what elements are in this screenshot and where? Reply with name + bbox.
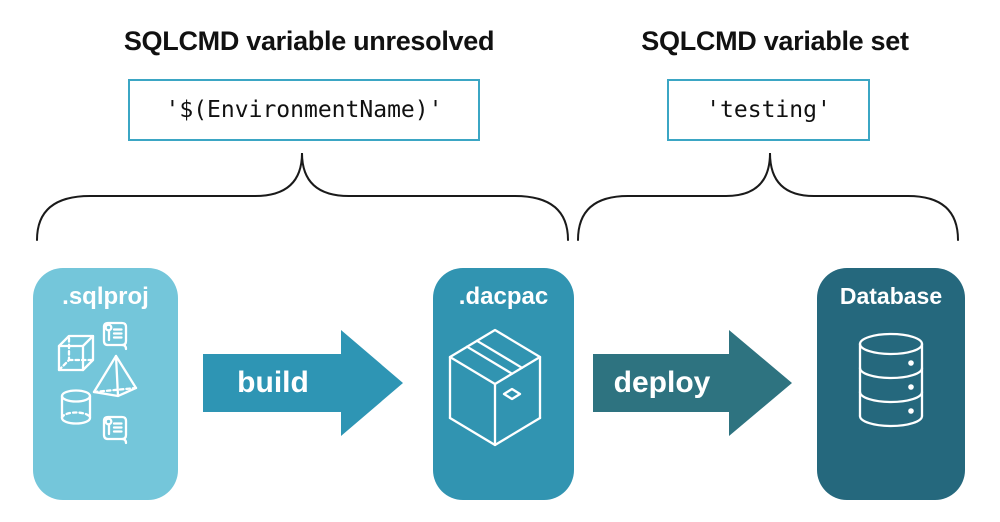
left-brace (36, 152, 569, 241)
right-code-box: 'testing' (667, 79, 870, 141)
deploy-arrow-shape (593, 330, 792, 436)
left-code-text: '$(EnvironmentName)' (165, 97, 443, 123)
stage-database-label: Database (839, 283, 943, 309)
database-dot (908, 360, 914, 366)
stage-sqlproj: .sqlproj (33, 268, 178, 500)
stage-dacpac: .dacpac (433, 268, 574, 500)
right-code-text: 'testing' (706, 97, 831, 123)
build-arrow-shape (203, 330, 403, 436)
left-callout-title: SQLCMD variable unresolved (123, 26, 495, 56)
package-icon (448, 328, 542, 447)
right-brace (577, 152, 959, 241)
cylinder-icon (60, 389, 92, 425)
right-callout-title: SQLCMD variable set (641, 26, 909, 56)
database-icon (858, 332, 924, 428)
database-dot (908, 384, 914, 390)
database-dot (908, 408, 914, 414)
script-icon-top (102, 321, 128, 351)
script-icon-bottom (102, 415, 128, 445)
build-arrow-label: build (237, 366, 309, 399)
stage-database: Database (817, 268, 965, 500)
pyramid-icon (92, 354, 138, 398)
build-arrow: build (203, 330, 403, 436)
cube-icon (57, 334, 95, 372)
deploy-arrow: deploy (593, 330, 792, 436)
left-code-box: '$(EnvironmentName)' (128, 79, 480, 141)
deploy-arrow-label: deploy (613, 366, 711, 399)
stage-dacpac-label: .dacpac (458, 283, 549, 310)
stage-sqlproj-label: .sqlproj (62, 283, 149, 310)
sql-project-objects-icon (57, 321, 138, 445)
